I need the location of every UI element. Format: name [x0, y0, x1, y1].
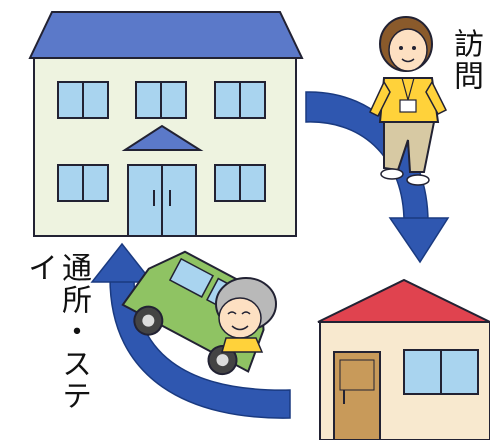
clockwise-arrow-icon: [305, 91, 450, 264]
visit-label: 訪問: [448, 28, 483, 92]
care-facility-building-icon: [28, 11, 304, 237]
elderly-person-icon: [215, 277, 277, 353]
home-house-icon: [317, 278, 490, 440]
counterclockwise-arrow-icon: [90, 242, 291, 419]
caregiver-walking-icon: [369, 16, 448, 186]
day-stay-label: 通所・ステイ: [22, 252, 91, 412]
